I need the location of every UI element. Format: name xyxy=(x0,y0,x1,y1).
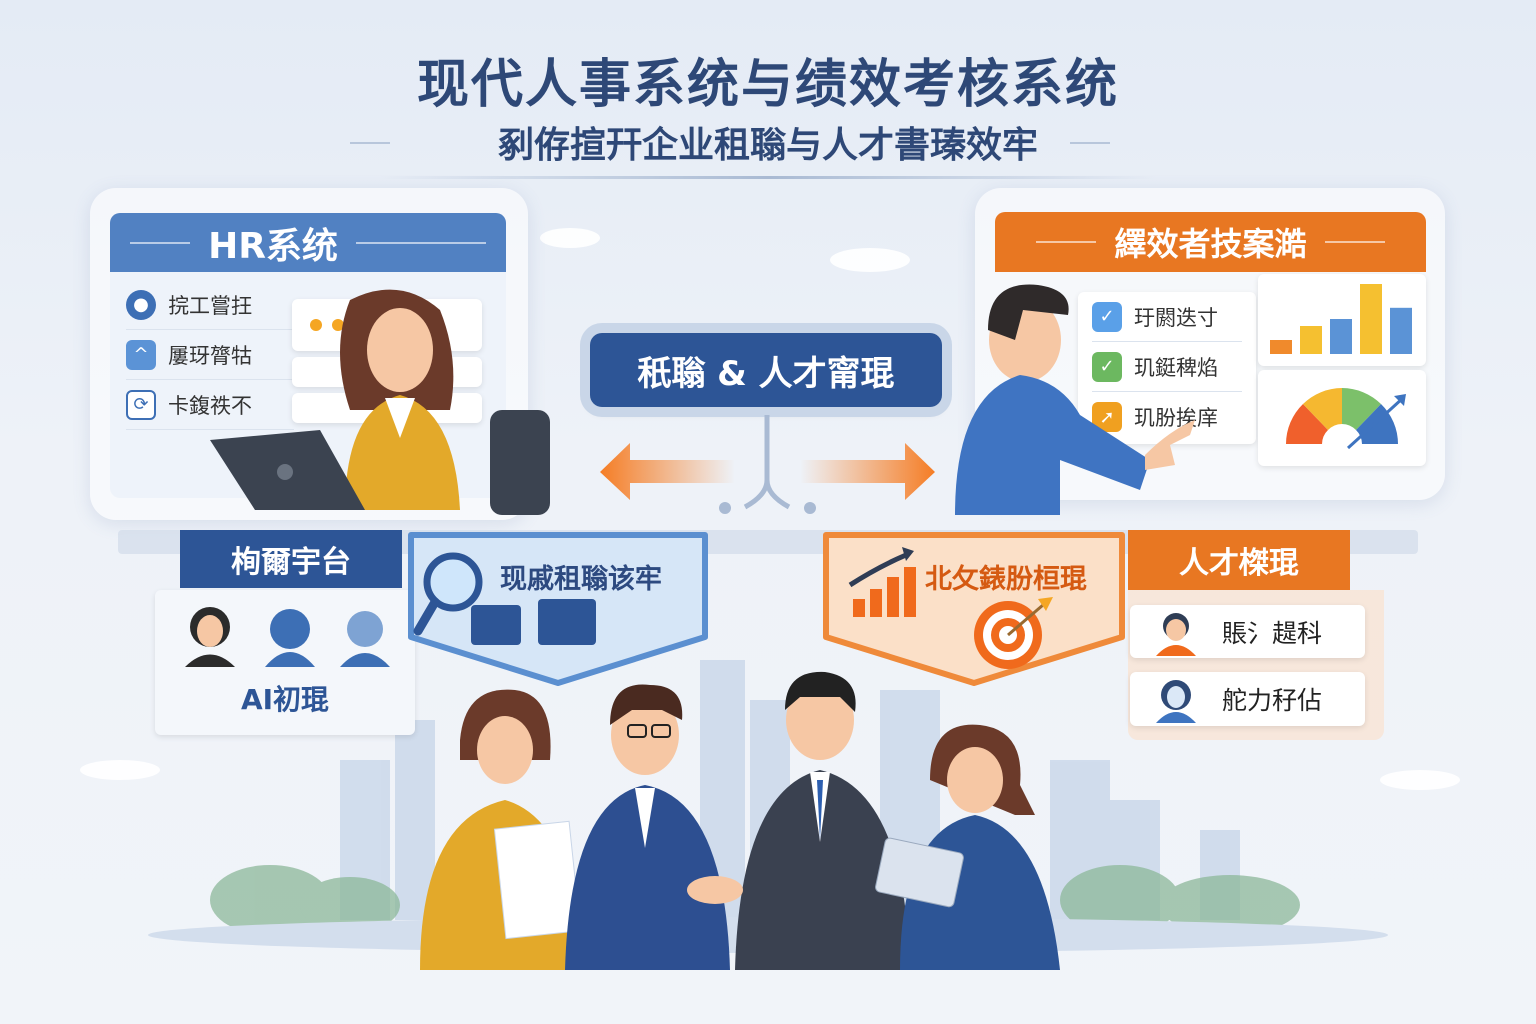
gauge-segment-green xyxy=(1342,388,1381,430)
briefcase-icon xyxy=(471,605,521,645)
recruit-platform-card: AI初琨 xyxy=(155,590,415,735)
business-team-illustration xyxy=(420,671,1060,970)
bar-chart-bar xyxy=(1330,319,1352,354)
hr-menu-item[interactable]: ●捖工嘗抂 xyxy=(126,280,294,330)
checklist-item[interactable]: ✓玗閼迭寸 xyxy=(1092,292,1242,342)
woman-with-laptop-illustration xyxy=(210,289,550,515)
gauge-arrow-icon xyxy=(1346,396,1405,450)
left-arrow-icon xyxy=(600,443,735,500)
divider xyxy=(130,241,191,244)
recruitment-talent-button[interactable]: 秖聬 & 人才甯琨 xyxy=(590,333,942,407)
tablet-device xyxy=(875,837,964,908)
growth-chart-icon xyxy=(853,567,916,617)
page-subtitle: 剢侟揎幵企业租聬与人才書瑧效牢 xyxy=(497,125,1038,166)
talent-list-item[interactable]: 舵力秄佔 xyxy=(1130,672,1365,726)
bar-chart xyxy=(1270,284,1412,354)
connector-line xyxy=(743,415,791,510)
magnifier-icon xyxy=(423,552,483,612)
divider xyxy=(355,241,486,244)
man-pointing-illustration xyxy=(955,284,1195,515)
woman-with-resume xyxy=(420,689,585,970)
check-icon: ✓ xyxy=(1092,351,1122,382)
talent-panel-title: 人才榤琨 xyxy=(1128,530,1350,590)
talent-list-item[interactable]: 賬氵趧科 xyxy=(1130,605,1365,658)
person-avatar-icon xyxy=(1156,612,1196,656)
recruit-badge-label: 现戚租聬该牢 xyxy=(500,564,662,595)
bar-chart-bar xyxy=(1390,307,1412,354)
gauge-segment-yellow xyxy=(1303,388,1342,430)
gauge-card xyxy=(1258,370,1426,466)
growth-badge-label: 北攵錶朌桓琨 xyxy=(925,564,1087,595)
briefcase-icon xyxy=(538,599,596,645)
hr-menu-item[interactable]: ^屢玡膂牯 xyxy=(126,330,294,380)
user-icon: ● xyxy=(126,289,156,320)
performance-panel-title: 繹效者技案澔 xyxy=(1114,225,1307,263)
bar-chart-bar xyxy=(1270,340,1292,354)
refresh-icon: ⟳ xyxy=(126,389,156,420)
person-avatar-icon xyxy=(1156,680,1196,723)
chart-icon: ^ xyxy=(126,339,156,370)
gauge-segment-red xyxy=(1286,404,1328,444)
candidate-avatars-icon xyxy=(185,607,390,667)
connector-arrows xyxy=(600,415,935,514)
handshake xyxy=(687,876,743,904)
divider xyxy=(1036,241,1097,243)
hr-panel-title: HR系统 xyxy=(208,225,338,267)
bar-chart-bar xyxy=(1300,326,1322,354)
recruit-platform-title: 栒爾宇台 xyxy=(180,530,402,588)
checklist-item[interactable]: ✓玑鋌稗焰 xyxy=(1092,342,1242,392)
hr-menu-item[interactable]: ⟳卡鍑祑不 xyxy=(126,380,294,430)
gauge-chart xyxy=(1286,388,1406,450)
recruit-badge xyxy=(408,532,708,686)
ai-screening-label: AI初琨 xyxy=(240,683,330,716)
divider xyxy=(1070,142,1110,144)
man-in-dark-suit xyxy=(735,671,910,970)
bar-chart-card xyxy=(1258,274,1426,366)
check-icon: ✓ xyxy=(1092,301,1122,332)
divider xyxy=(380,176,1156,179)
resume-document xyxy=(493,820,582,940)
divider xyxy=(1324,241,1385,243)
divider xyxy=(350,142,390,144)
right-arrow-icon xyxy=(800,443,935,500)
man-with-glasses xyxy=(565,684,730,970)
performance-panel-header: 繹效者技案澔 xyxy=(995,212,1426,272)
bar-chart-bar xyxy=(1360,284,1382,354)
growth-badge xyxy=(823,532,1125,686)
page-title: 现代人事系统与绩效考核系统 xyxy=(416,55,1119,115)
woman-with-tablet xyxy=(875,724,1060,970)
